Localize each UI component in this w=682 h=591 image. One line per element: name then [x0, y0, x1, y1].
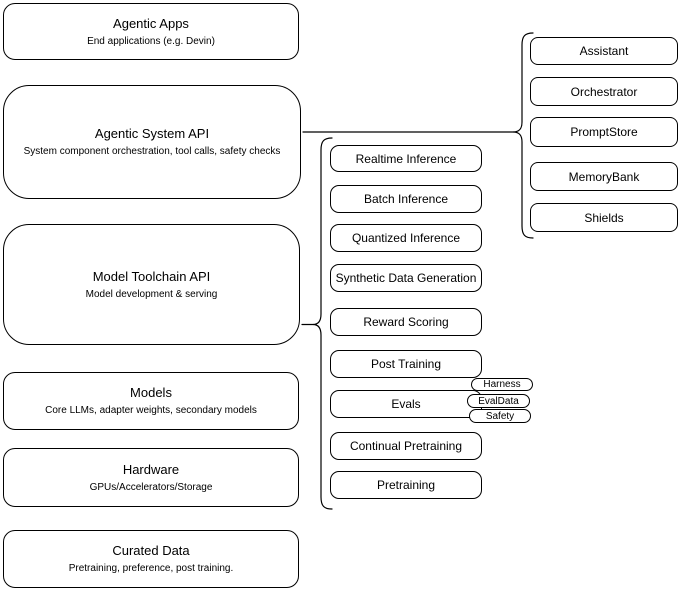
- toolchain-box-continual-pretraining: Continual Pretraining: [330, 432, 482, 460]
- eval-tag-harness: Harness: [471, 378, 533, 391]
- layer-subtitle: Model development & serving: [85, 288, 218, 300]
- component-box-assistant: Assistant: [530, 37, 678, 65]
- layer-subtitle: End applications (e.g. Devin): [87, 35, 215, 47]
- layer-title: Models: [130, 385, 172, 400]
- toolchain-box-synthetic-data-generation: Synthetic Data Generation: [330, 264, 482, 292]
- layer-subtitle: Core LLMs, adapter weights, secondary mo…: [45, 405, 257, 416]
- layer-subtitle: Pretraining, preference, post training.: [68, 563, 234, 574]
- toolchain-box-pretraining: Pretraining: [330, 471, 482, 499]
- layer-box-models: Models Core LLMs, adapter weights, secon…: [3, 372, 299, 430]
- toolchain-box-reward-scoring: Reward Scoring: [330, 308, 482, 336]
- component-box-memorybank: MemoryBank: [530, 162, 678, 191]
- component-box-promptstore: PromptStore: [530, 117, 678, 147]
- layer-subtitle: System component orchestration, tool cal…: [23, 146, 281, 157]
- layer-subtitle: GPUs/Accelerators/Storage: [89, 481, 213, 493]
- layer-title: Model Toolchain API: [92, 268, 211, 284]
- layer-box-curated-data: Curated Data Pretraining, preference, po…: [3, 530, 299, 588]
- eval-tag-safety: Safety: [469, 409, 531, 423]
- toolchain-box-batch-inference: Batch Inference: [330, 185, 482, 213]
- layer-title: Curated Data: [112, 543, 190, 558]
- toolchain-box-quantized-inference: Quantized Inference: [330, 224, 482, 252]
- layer-box-agentic-system-api: Agentic System API System component orch…: [3, 85, 301, 199]
- toolchain-box-realtime-inference: Realtime Inference: [330, 145, 482, 172]
- toolchain-box-evals: Evals: [330, 390, 482, 418]
- layer-title: Hardware: [122, 461, 180, 477]
- layer-box-model-toolchain-api: Model Toolchain API Model development & …: [3, 224, 300, 345]
- toolchain-box-post-training: Post Training: [330, 350, 482, 378]
- layer-box-agentic-apps: Agentic Apps End applications (e.g. Devi…: [3, 3, 299, 60]
- component-box-orchestrator: Orchestrator: [530, 77, 678, 106]
- layer-title: Agentic Apps: [113, 15, 189, 31]
- eval-tag-evaldata: EvalData: [467, 394, 530, 408]
- layer-title: Agentic System API: [94, 126, 210, 141]
- component-box-shields: Shields: [530, 203, 678, 232]
- layer-box-hardware: Hardware GPUs/Accelerators/Storage: [3, 448, 299, 507]
